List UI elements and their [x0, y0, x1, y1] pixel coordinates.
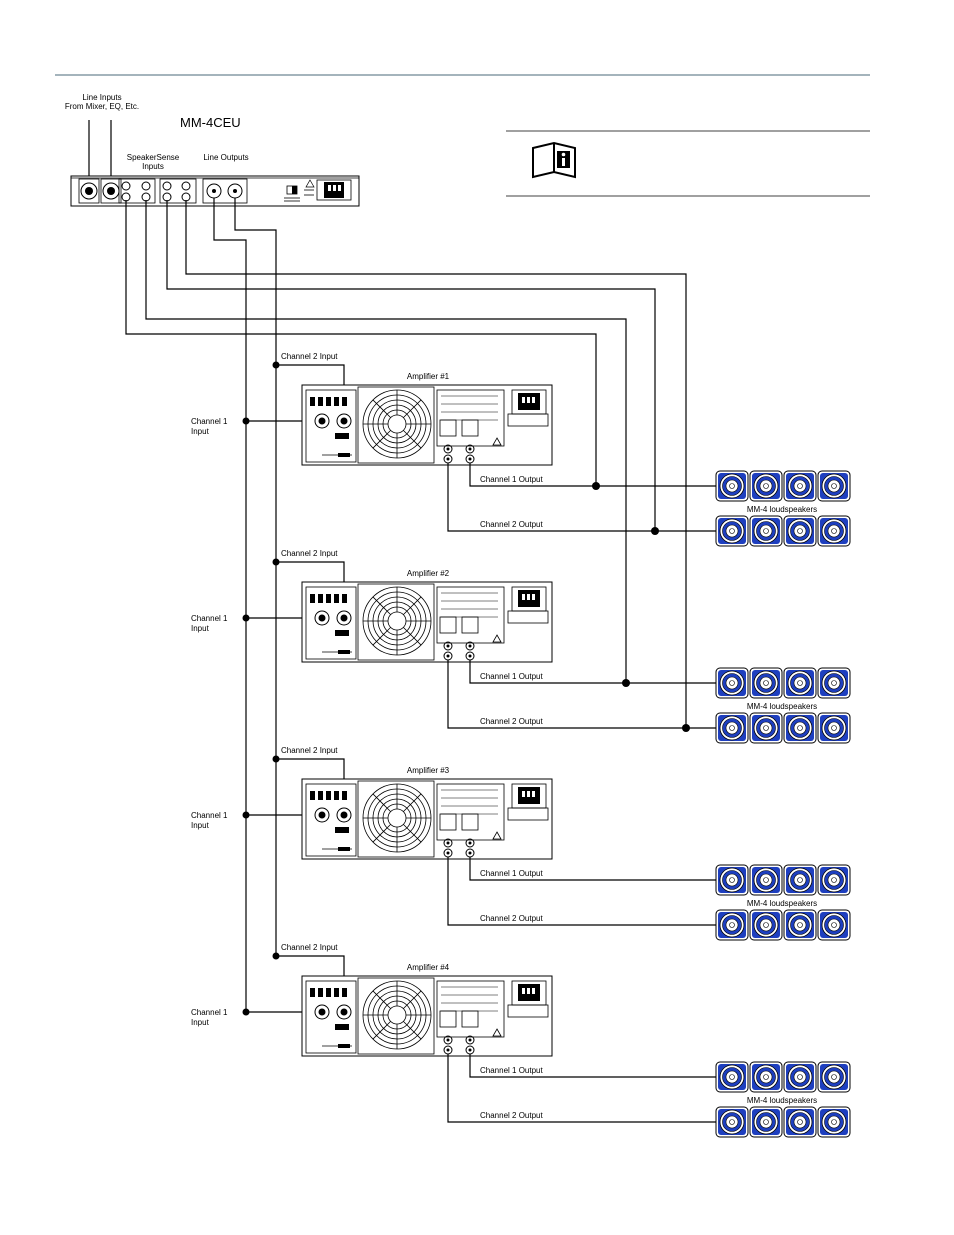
- loudspeaker-ch1-3: [783, 864, 817, 896]
- loudspeaker-ch2-4: [817, 1106, 851, 1138]
- channel-1-output-label: Channel 1 Output: [480, 1066, 543, 1075]
- channel-2-output-label: Channel 2 Output: [480, 914, 543, 923]
- mm4-loudspeakers-label: MM-4 loudspeakers: [747, 899, 817, 908]
- channel-1-input-label: Channel 1: [191, 1008, 228, 1017]
- loudspeaker-ch2-4: [817, 909, 851, 941]
- mm4-loudspeakers-label: MM-4 loudspeakers: [747, 505, 817, 514]
- loudspeaker-ch1-1: [715, 864, 749, 896]
- channel-1-output-label: Channel 1 Output: [480, 672, 543, 681]
- channel-1-input-label: Channel 1: [191, 614, 228, 623]
- loudspeaker-ch2-1: [715, 712, 749, 744]
- loudspeaker-ch2-2: [749, 1106, 783, 1138]
- mm4-loudspeakers-label: MM-4 loudspeakers: [747, 702, 817, 711]
- info-book-icon: [532, 141, 576, 179]
- loudspeaker-ch2-2: [749, 712, 783, 744]
- note-box: [506, 130, 870, 197]
- channel-1-input-label: Channel 1: [191, 811, 228, 820]
- loudspeaker-ch1-1: [715, 470, 749, 502]
- loudspeaker-ch2-3: [783, 1106, 817, 1138]
- loudspeaker-ch2-3: [783, 515, 817, 547]
- speakersense-label: SpeakerSense: [127, 153, 180, 162]
- speakersense-inputs-label: Inputs: [142, 162, 164, 171]
- bus-wiring: [125, 198, 687, 1014]
- processor-model-title: MM-4CEU: [180, 115, 241, 130]
- loudspeaker-ch2-3: [783, 909, 817, 941]
- loudspeaker-ch2-2: [749, 515, 783, 547]
- line-input-1-xlr: [80, 182, 98, 200]
- channel-2-input-label: Channel 2 Input: [281, 746, 338, 755]
- loudspeaker-ch1-3: [783, 470, 817, 502]
- speakersense-junction-ch2: [651, 527, 659, 535]
- loudspeaker-ch1-2: [749, 1061, 783, 1093]
- loudspeaker-ch2-3: [783, 712, 817, 744]
- loudspeaker-ch1-3: [783, 667, 817, 699]
- loudspeaker-ch1-4: [817, 1061, 851, 1093]
- channel-2-input-label: Channel 2 Input: [281, 943, 338, 952]
- loudspeaker-ch1-4: [817, 864, 851, 896]
- line-inputs-source-label: From Mixer, EQ, Etc.: [65, 102, 139, 111]
- loudspeaker-ch2-2: [749, 909, 783, 941]
- loudspeaker-ch2-1: [715, 1106, 749, 1138]
- channel-2-input-label: Channel 2 Input: [281, 352, 338, 361]
- loudspeaker-ch1-4: [817, 667, 851, 699]
- loudspeaker-ch1-2: [749, 864, 783, 896]
- speakersense-junction-ch2: [682, 724, 690, 732]
- line-outputs-label: Line Outputs: [203, 153, 248, 162]
- amplifier-title: Amplifier #4: [407, 963, 450, 972]
- amplifier-title: Amplifier #2: [407, 569, 450, 578]
- channel-1-input-label-2: Input: [191, 1018, 210, 1027]
- loudspeaker-ch1-4: [817, 470, 851, 502]
- loudspeaker-ch1-2: [749, 470, 783, 502]
- channel-1-output-label: Channel 1 Output: [480, 869, 543, 878]
- channel-2-output-label: Channel 2 Output: [480, 520, 543, 529]
- channel-1-output-label: Channel 1 Output: [480, 475, 543, 484]
- amplifier-title: Amplifier #1: [407, 372, 450, 381]
- mm4-loudspeakers-label: MM-4 loudspeakers: [747, 1096, 817, 1105]
- speakersense-junction-ch1: [592, 482, 600, 490]
- loudspeaker-ch1-3: [783, 1061, 817, 1093]
- channel-2-input-label: Channel 2 Input: [281, 549, 338, 558]
- amplifier-chassis: [301, 384, 553, 466]
- loudspeaker-ch1-1: [715, 667, 749, 699]
- amplifier-chassis: [301, 975, 553, 1057]
- amplifier-chassis: [301, 778, 553, 860]
- processor-power-inlet: [316, 179, 352, 201]
- loudspeaker-ch2-1: [715, 515, 749, 547]
- channel-1-input-label-2: Input: [191, 427, 210, 436]
- channel-1-input-label-2: Input: [191, 821, 210, 830]
- channel-1-input-label: Channel 1: [191, 417, 228, 426]
- loudspeaker-ch1-2: [749, 667, 783, 699]
- line-inputs-label: Line Inputs: [82, 93, 121, 102]
- channel-2-output-label: Channel 2 Output: [480, 1111, 543, 1120]
- loudspeaker-ch2-4: [817, 712, 851, 744]
- loudspeaker-ch2-1: [715, 909, 749, 941]
- speakersense-jack-1: [121, 181, 131, 191]
- amplifier-title: Amplifier #3: [407, 766, 450, 775]
- loudspeaker-ch2-4: [817, 515, 851, 547]
- processor-unit: Line Inputs From Mixer, EQ, Etc. MM-4CEU…: [65, 93, 360, 207]
- amplifier-chassis: [301, 581, 553, 663]
- speakersense-jack-4: [181, 181, 191, 191]
- channel-1-input-label-2: Input: [191, 624, 210, 633]
- channel-2-output-label: Channel 2 Output: [480, 717, 543, 726]
- speakersense-jack-2: [141, 181, 151, 191]
- loudspeaker-ch1-1: [715, 1061, 749, 1093]
- speakersense-jack-3: [162, 181, 172, 191]
- speakersense-junction-ch1: [622, 679, 630, 687]
